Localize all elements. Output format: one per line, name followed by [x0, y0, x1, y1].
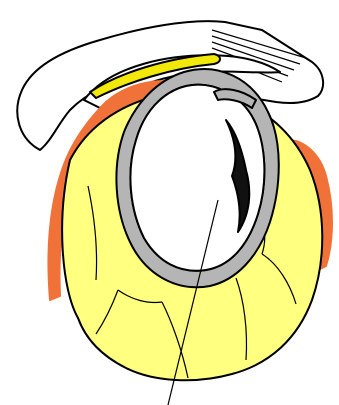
- illustration-canvas: [0, 0, 339, 405]
- anatomical-diagram: [0, 0, 339, 405]
